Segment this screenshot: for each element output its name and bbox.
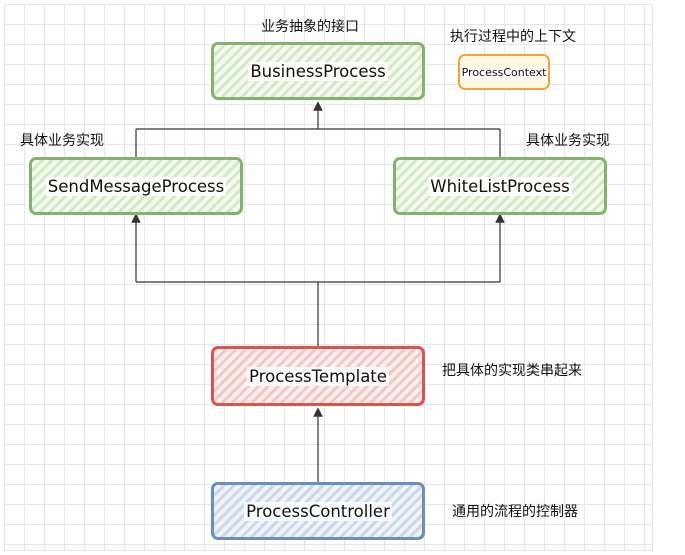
process-context-box[interactable]: ProcessContext <box>458 54 550 90</box>
process-template-label: ProcessTemplate <box>247 366 389 386</box>
white-list-process-box[interactable]: WhiteListProcess <box>393 157 607 215</box>
note-controller: 通用的流程的控制器 <box>452 504 578 520</box>
business-process-label: BusinessProcess <box>248 61 388 81</box>
process-controller-box[interactable]: ProcessController <box>211 482 425 540</box>
process-context-label: ProcessContext <box>459 65 549 79</box>
process-controller-label: ProcessController <box>244 501 392 521</box>
note-impl-right: 具体业务实现 <box>526 133 610 149</box>
send-message-process-box[interactable]: SendMessageProcess <box>29 157 243 215</box>
business-process-box[interactable]: BusinessProcess <box>211 42 425 100</box>
send-message-process-label: SendMessageProcess <box>45 176 227 196</box>
note-business-interface: 业务抽象的接口 <box>261 19 359 35</box>
note-impl-left: 具体业务实现 <box>20 133 104 149</box>
note-context: 执行过程中的上下文 <box>450 29 576 45</box>
note-template: 把具体的实现类串起来 <box>442 363 582 379</box>
white-list-process-label: WhiteListProcess <box>428 176 572 196</box>
process-template-box[interactable]: ProcessTemplate <box>211 346 425 406</box>
